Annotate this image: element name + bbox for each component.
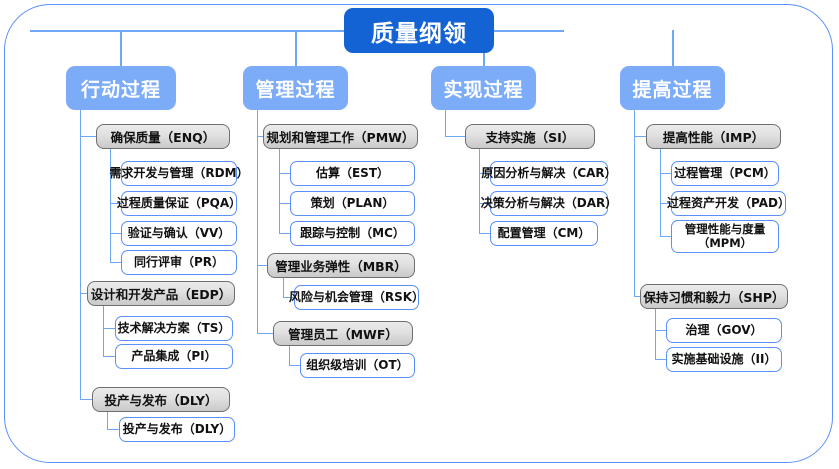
stub-c3-g1 bbox=[445, 136, 465, 138]
stub-c4-g1-i3 bbox=[660, 236, 671, 238]
group-box-c2-g3[interactable]: 管理员工（MWF） bbox=[273, 321, 413, 346]
subtrunk-c1-g3 bbox=[107, 412, 109, 430]
trunk-col-2 bbox=[257, 110, 259, 334]
drop-col-2 bbox=[295, 30, 297, 66]
stub-c1-g1 bbox=[80, 136, 96, 138]
leaf-c1-g2-i2[interactable]: 产品集成（PI） bbox=[115, 344, 233, 369]
trunk-col-1 bbox=[80, 110, 82, 399]
trunk-col-3 bbox=[445, 110, 447, 137]
leaf-c2-g1-i1[interactable]: 估算（EST） bbox=[290, 161, 415, 186]
group-box-c1-g2[interactable]: 设计和开发产品（EDP） bbox=[87, 281, 235, 306]
leaf-c4-g1-i3[interactable]: 管理性能与度量（MPM） bbox=[671, 220, 779, 253]
stub-c1-g3-i1 bbox=[107, 429, 119, 431]
leaf-c1-g1-i1[interactable]: 需求开发与管理（RDM） bbox=[109, 161, 249, 186]
stub-c4-g2-i1 bbox=[655, 330, 666, 332]
stub-c1-g1-i1 bbox=[110, 173, 121, 175]
group-box-c2-g1[interactable]: 规划和管理工作（PMW） bbox=[263, 124, 418, 149]
leaf-c1-g1-i3[interactable]: 验证与确认（VV） bbox=[121, 221, 237, 246]
title-bus-left bbox=[30, 30, 344, 32]
leaf-c1-g2-i1[interactable]: 技术解决方案（TS） bbox=[115, 316, 233, 341]
group-box-c2-g2[interactable]: 管理业务弹性（MBR） bbox=[267, 253, 415, 278]
leaf-c4-g2-i2[interactable]: 实施基础设施（II） bbox=[666, 347, 782, 372]
leaf-c4-g1-i2[interactable]: 过程资产开发（PAD） bbox=[667, 191, 790, 216]
stub-c3-g1-i3 bbox=[479, 233, 490, 235]
column-header-1[interactable]: 行动过程 bbox=[66, 66, 176, 110]
subtrunk-c4-g2 bbox=[655, 309, 657, 360]
leaf-c2-g1-i2[interactable]: 策划（PLAN） bbox=[290, 191, 415, 216]
stub-c4-g1-i1 bbox=[660, 173, 671, 175]
drop-col-4 bbox=[672, 30, 674, 66]
leaf-c1-g1-i2[interactable]: 过程质量保证（PQA） bbox=[117, 191, 241, 216]
stub-c4-g2-i2 bbox=[655, 359, 666, 361]
leaf-c2-g1-i3[interactable]: 跟踪与控制（MC） bbox=[290, 221, 415, 246]
title-bus-right bbox=[494, 30, 564, 32]
stub-c1-g1-i2 bbox=[110, 203, 121, 205]
subtrunk-c3-g1 bbox=[479, 149, 481, 234]
stub-c1-g2-i2 bbox=[103, 356, 115, 358]
leaf-c2-g2-i1[interactable]: 风险与机会管理（RSK） bbox=[289, 285, 424, 310]
stub-c1-g2-i1 bbox=[103, 328, 115, 330]
group-box-c3-g1[interactable]: 支持实施（SI） bbox=[465, 124, 595, 149]
subtrunk-c2-g3 bbox=[289, 346, 291, 366]
group-box-c4-g1[interactable]: 提高性能（IMP） bbox=[646, 124, 781, 149]
leaf-c2-g3-i1[interactable]: 组织级培训（OT） bbox=[300, 353, 415, 378]
stub-c3-g1-i2 bbox=[479, 203, 490, 205]
stub-c3-g1-i1 bbox=[479, 173, 490, 175]
column-header-3[interactable]: 实现过程 bbox=[431, 66, 536, 110]
drop-col-1 bbox=[120, 30, 122, 66]
group-box-c1-g1[interactable]: 确保质量（ENQ） bbox=[96, 124, 230, 149]
subtrunk-c1-g1 bbox=[110, 149, 112, 263]
subtrunk-c1-g2 bbox=[103, 306, 105, 357]
column-header-4[interactable]: 提高过程 bbox=[620, 66, 725, 110]
stub-c1-g1-i3 bbox=[110, 233, 121, 235]
group-box-c1-g3[interactable]: 投产与发布（DLY） bbox=[92, 387, 230, 412]
column-header-2[interactable]: 管理过程 bbox=[243, 66, 348, 110]
stub-c2-g2 bbox=[257, 265, 267, 267]
stub-c2-g1 bbox=[257, 136, 263, 138]
stub-c4-g1 bbox=[634, 136, 646, 138]
group-box-c4-g2[interactable]: 保持习惯和毅力（SHP） bbox=[640, 284, 788, 309]
stub-c2-g1-i1 bbox=[279, 173, 290, 175]
stub-c1-g2 bbox=[80, 293, 87, 295]
subtrunk-c4-g1 bbox=[660, 149, 662, 237]
leaf-c1-g1-i4[interactable]: 同行评审（PR） bbox=[121, 250, 237, 275]
subtrunk-c2-g2 bbox=[283, 278, 285, 298]
stub-c4-g2 bbox=[634, 296, 640, 298]
leaf-c1-g3-i1[interactable]: 投产与发布（DLY） bbox=[119, 417, 235, 442]
stub-c1-g1-i4 bbox=[110, 262, 121, 264]
stub-c2-g2-i1 bbox=[283, 297, 294, 299]
leaf-c3-g1-i3[interactable]: 配置管理（CM） bbox=[490, 221, 598, 246]
subtrunk-c2-g1 bbox=[279, 149, 281, 234]
stub-c2-g3 bbox=[257, 333, 273, 335]
leaf-c3-g1-i2[interactable]: 决策分析与解决（DAR） bbox=[481, 191, 617, 216]
stub-c4-g1-i2 bbox=[660, 203, 671, 205]
leaf-c4-g2-i1[interactable]: 治理（GOV） bbox=[666, 318, 782, 343]
leaf-c3-g1-i1[interactable]: 原因分析与解决（CAR） bbox=[481, 161, 617, 186]
diagram-title: 质量纲领 bbox=[344, 8, 494, 53]
stub-c1-g3 bbox=[80, 399, 92, 401]
stub-c2-g1-i3 bbox=[279, 233, 290, 235]
leaf-c4-g1-i1[interactable]: 过程管理（PCM） bbox=[671, 161, 779, 186]
stub-c2-g3-i1 bbox=[289, 365, 300, 367]
trunk-col-4 bbox=[634, 110, 636, 297]
stub-c2-g1-i2 bbox=[279, 203, 290, 205]
